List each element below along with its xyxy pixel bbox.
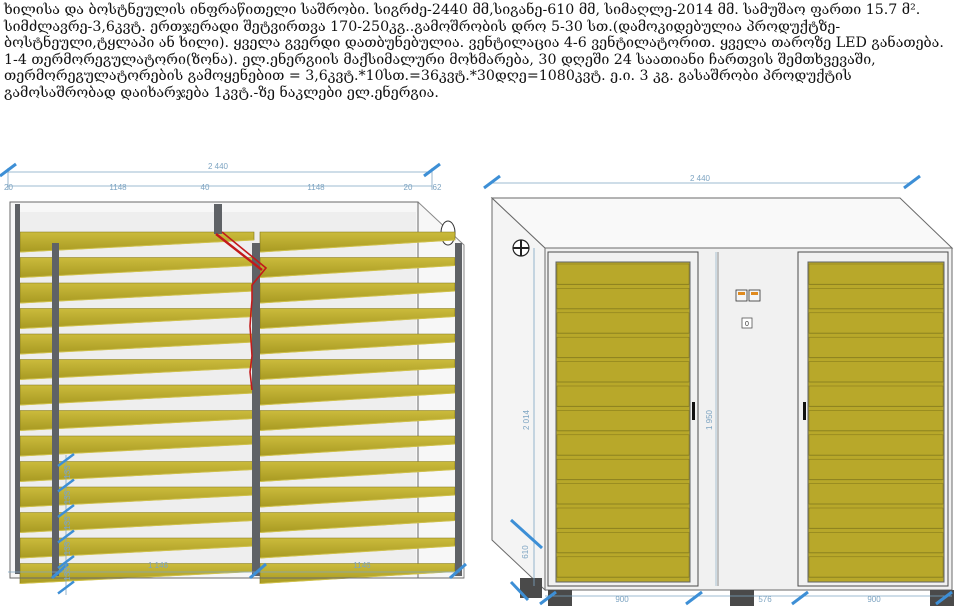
shelf-tray [556,385,690,407]
shelf-tray [556,312,690,334]
shelf-tray [556,483,690,505]
front-post-center [252,243,260,576]
left-view [9,201,465,584]
left-seg-5: 20 [404,183,413,192]
power-switch-label: 0 [745,321,749,328]
right-shelf-stack [259,231,456,584]
description-text: ხილისა და ბოსტნეულის ინფრაწითელი საშრობი… [4,2,944,101]
shelf-tray [808,410,944,432]
left-post [15,204,20,574]
shelf-tray [808,483,944,505]
right-bottom-seg-2: 576 [758,595,772,604]
right-inner-height: 1 950 [705,409,714,430]
shelf-tray [556,336,690,358]
left-bottom-seg-1: 1 146 [148,561,169,570]
shelf-tray [808,532,944,554]
left-seg-1: 20 [4,183,13,192]
cabinet-top [490,197,954,249]
shelf-tray [808,361,944,383]
heater-cable [221,231,268,391]
foot-1 [520,578,542,598]
front-post-left [52,243,59,576]
shelf-tray [556,288,690,310]
shelf-tray [556,556,690,578]
shelf-tray [808,336,944,358]
left-door-handle[interactable] [692,402,695,420]
left-door-shelves [556,263,690,578]
shelf-tray [556,263,690,285]
left-seg-2: 1148 [109,183,127,192]
front-post-right [455,243,462,576]
right-view: 0 [490,196,954,606]
left-seg-4: 1148 [307,183,325,192]
shelf-pitch-label: 133 [63,516,72,530]
left-shelf-stack [19,231,255,584]
left-dimensions: 2 440 20 1148 40 1148 20 62 1 146 1146 1… [0,162,467,595]
right-height: 2 014 [522,409,531,430]
shelf-tray [808,288,944,310]
right-door-frame [797,251,949,587]
right-door-shelves [808,263,944,578]
right-overall-width: 2 440 [690,174,711,183]
right-dimensions: 2 440 2 014 1 950 610 900 576 900 [483,174,953,606]
right-bottom-seg-1: 900 [615,595,629,604]
shelf-tray [556,361,690,383]
shelf-tray [808,385,944,407]
left-overall-width: 2 440 [208,162,229,171]
shelf-tray [808,556,944,578]
right-depth: 610 [521,545,530,559]
center-post-top [214,204,222,234]
shelf-pitch-label: 133 [63,465,72,479]
foot-3 [730,590,754,606]
right-bottom-seg-3: 900 [867,595,881,604]
thermostat-left[interactable] [735,289,748,302]
right-door-handle[interactable] [803,402,806,420]
shelf-tray [556,434,690,456]
dryer-technical-drawing: 2 440 20 1148 40 1148 20 62 1 146 1146 1… [0,162,954,606]
foot-2 [548,590,572,606]
thermostat-right[interactable] [748,289,761,302]
left-bottom-seg-2: 1146 [353,561,371,570]
shelf-tray [808,458,944,480]
left-seg-3: 40 [201,183,210,192]
left-door-frame [547,251,699,587]
shelf-pitch-label: 133 [63,567,72,581]
power-switch[interactable] [741,317,753,329]
shelf-tray [556,507,690,529]
shelf-tray [556,458,690,480]
shelf-tray [556,410,690,432]
shelf-tray [808,434,944,456]
shelf-pitch-label: 133 [63,490,72,504]
cabinet-side-panel [491,196,546,592]
shelf-pitch-label: 133 [63,541,72,555]
shelf-tray [808,312,944,334]
shelf-tray [808,507,944,529]
shelf-tray [556,532,690,554]
left-seg-6: 62 [433,183,442,192]
shelf-tray [808,263,944,285]
